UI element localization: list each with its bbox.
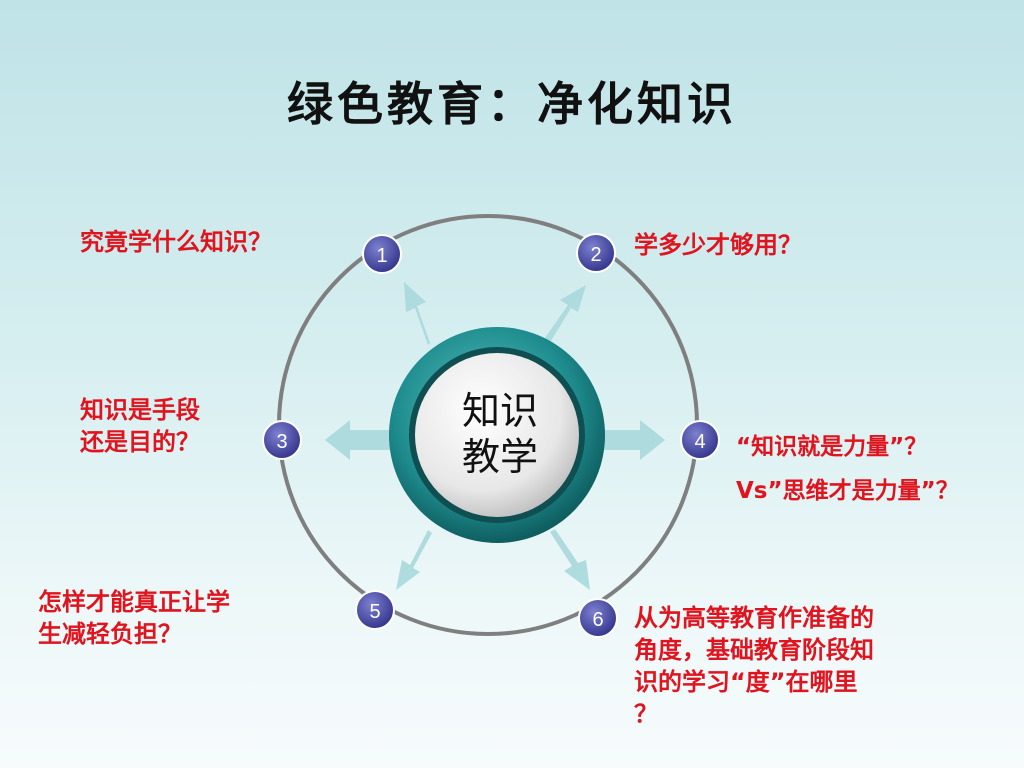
center-line-1: 知识 [461,389,538,433]
question-4: “知识就是力量”？ Vs”思维才是力量”？ [736,425,959,513]
question-1-line-1: 究竟学什么知识？ [80,228,272,256]
question-6-line-4: ？ [634,700,658,728]
question-4-line-1: “知识就是力量”？ [736,434,928,460]
node-5[interactable]: 5 [355,590,395,630]
question-6-line-2: 角度，基础教育阶段知 [634,636,874,664]
question-2-line-1: 学多少才够用？ [634,231,802,259]
arrow-down-left [396,530,432,590]
question-3: 知识是手段 还是目的？ [80,394,200,458]
question-2: 学多少才够用？ [634,229,802,261]
node-4[interactable]: 4 [680,420,720,460]
node-1-number: 1 [376,245,387,267]
node-6-number: 6 [592,609,603,631]
node-4-number: 4 [694,431,705,453]
arrow-up-left [404,282,430,345]
question-5-line-2: 生减轻负担？ [38,620,182,648]
node-1[interactable]: 1 [362,234,402,274]
question-4-line-2: Vs”思维才是力量”？ [736,478,959,504]
center-line-2: 教学 [461,435,538,479]
center-hub [389,327,605,543]
slide-title: 绿色教育：净化知识 [287,77,737,131]
node-2-number: 2 [590,244,601,266]
center-label: 知识 教学 [420,388,580,480]
question-6: 从为高等教育作准备的 角度，基础教育阶段知 识的学习“度”在哪里 ？ [634,602,874,730]
node-2[interactable]: 2 [576,233,616,273]
arrow-right [600,420,665,460]
arrow-down-right [550,529,590,590]
arrow-up-right [540,285,586,349]
node-6[interactable]: 6 [578,598,618,638]
question-3-line-2: 还是目的？ [80,428,200,456]
question-3-line-1: 知识是手段 [80,396,200,424]
arrow-left [325,420,390,460]
question-5: 怎样才能真正让学 生减轻负担？ [38,586,230,650]
node-5-number: 5 [369,601,380,623]
question-6-line-3: 识的学习“度”在哪里 [634,668,858,696]
question-5-line-1: 怎样才能真正让学 [38,588,230,616]
node-3-number: 3 [276,431,287,453]
arrows [325,282,665,590]
question-1: 究竟学什么知识？ [80,226,272,258]
question-6-line-1: 从为高等教育作准备的 [634,604,874,632]
node-3[interactable]: 3 [262,420,302,460]
